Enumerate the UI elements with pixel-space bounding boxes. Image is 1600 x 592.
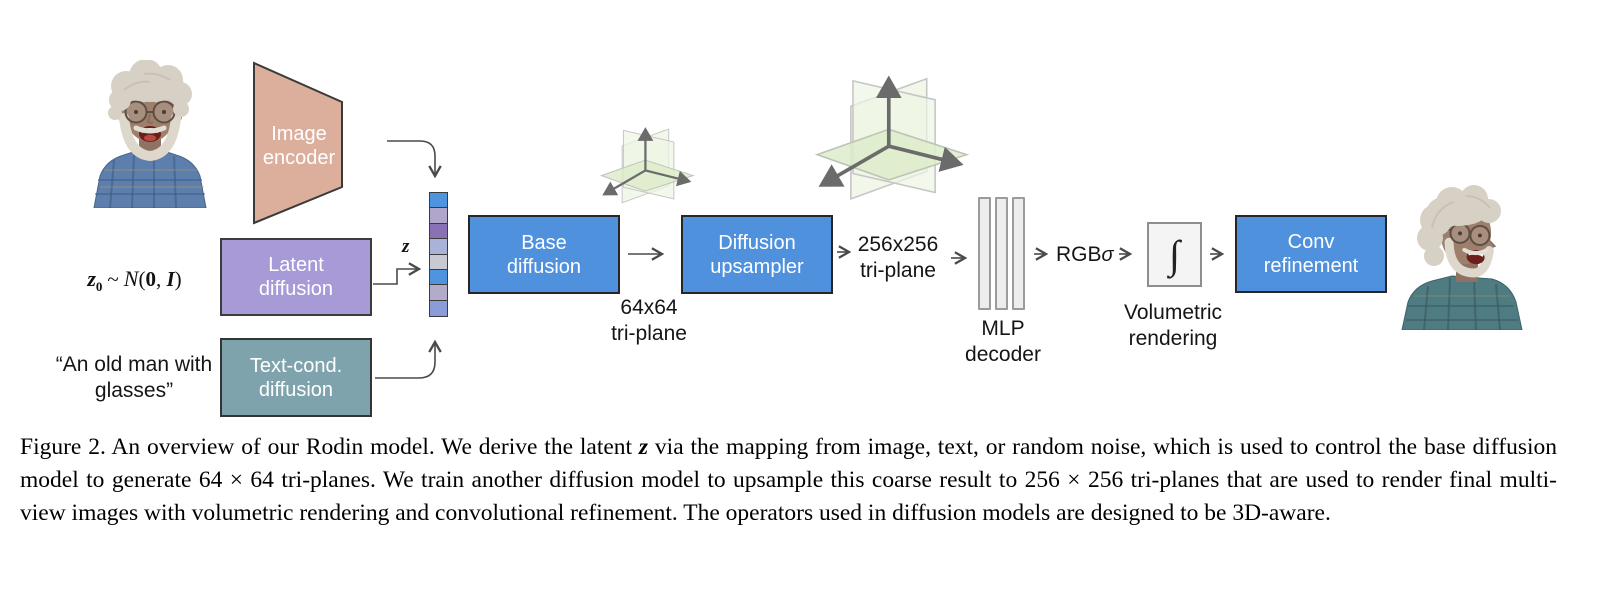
conv-refinement-box: Conv refinement: [1235, 215, 1387, 293]
conv-line1: Conv: [1287, 231, 1335, 253]
prior-comma: ,: [155, 267, 167, 291]
integral-icon: ∫: [1169, 232, 1180, 277]
caption-run: 64 × 64: [198, 467, 274, 493]
mlp-bar: [1012, 197, 1025, 310]
text-prompt-line1: “An old man with: [55, 353, 213, 376]
caption-run: 256 × 256: [1024, 467, 1124, 493]
arrow-encoder-to-latent: [387, 140, 442, 179]
conv-line2: refinement: [1263, 255, 1359, 277]
latent-vector: [429, 192, 448, 317]
arrow-textcond-to-latent: [375, 339, 442, 379]
output-photo: [1401, 185, 1523, 330]
triplane-256-line2: tri-plane: [860, 259, 936, 282]
volumetric-line1: Volumetric: [1123, 301, 1223, 324]
prior-z: z: [87, 266, 96, 291]
mlp-line1: MLP: [981, 317, 1025, 340]
latent-cell: [429, 299, 448, 317]
rgb-text: RGB: [1056, 243, 1102, 266]
prior-z-sub: 0: [95, 279, 103, 294]
prior-identity: I: [166, 267, 175, 291]
triplane-64-line2: tri-plane: [611, 322, 687, 345]
text-prompt-line2: glasses”: [94, 379, 174, 402]
image-encoder-line1: Image: [271, 123, 327, 145]
sigma-symbol: σ: [1101, 244, 1114, 266]
base-diffusion-line1: Base: [521, 231, 567, 254]
caption-run: Figure 2. An overview of our Rodin model…: [20, 434, 639, 460]
image-encoder-line2: encoder: [262, 147, 336, 169]
text-cond-line1: Text-cond.: [249, 354, 343, 377]
caption-run: tri-planes that are used to render final…: [20, 467, 1558, 526]
mlp-line2: decoder: [965, 343, 1041, 366]
volumetric-rendering-box: ∫: [1147, 222, 1202, 287]
triplane-256-label: 256x256 tri-plane: [842, 232, 954, 284]
mlp-bar: [978, 197, 991, 310]
volumetric-line2: rendering: [1128, 327, 1218, 350]
mlp-decoder-label: MLP decoder: [953, 316, 1053, 368]
base-diffusion-box: Base diffusion: [468, 215, 620, 294]
prior-distribution-label: z0~N(0, I): [52, 266, 217, 295]
latent-diffusion-box: Latent diffusion: [220, 238, 372, 316]
volumetric-rendering-label: Volumetric rendering: [1108, 300, 1238, 352]
input-photo: [93, 60, 207, 208]
latent-diffusion-line1: Latent: [268, 254, 324, 276]
caption-math: z: [638, 434, 649, 460]
mlp-decoder-bars: [978, 197, 1025, 310]
prior-normal-n: N: [123, 266, 139, 291]
caption-run: via the mapping from image, text, or ran…: [20, 434, 1557, 493]
upsampler-line1: Diffusion: [718, 231, 796, 254]
image-encoder-shape: [253, 61, 343, 225]
caption-run: tri-planes. We train another diffusion m…: [273, 467, 1025, 493]
text-cond-diffusion-box: Text-cond. diffusion: [220, 338, 372, 417]
figure-caption-text: Figure 2. An overview of our Rodin model…: [20, 434, 1557, 526]
text-cond-line2: diffusion: [258, 378, 334, 401]
prior-paren-open: (: [138, 267, 146, 291]
latent-z-label: z: [402, 236, 410, 257]
arrow-latentdiff-to-latent: [373, 262, 422, 285]
diffusion-upsampler-box: Diffusion upsampler: [681, 215, 833, 294]
prior-paren-close: ): [174, 267, 182, 291]
upsampler-line2: upsampler: [710, 255, 804, 278]
triplane-256-line1: 256x256: [857, 233, 939, 256]
text-prompt: “An old man with glasses”: [44, 352, 224, 404]
prior-tilde: ~: [107, 267, 119, 291]
triplane-64-line1: 64x64: [620, 296, 678, 319]
latent-diffusion-line2: diffusion: [258, 278, 334, 300]
triplane-64-label: 64x64 tri-plane: [589, 295, 709, 347]
prior-zero: 0: [145, 267, 156, 291]
base-diffusion-line2: diffusion: [506, 255, 582, 278]
figure-caption: Figure 2. An overview of our Rodin model…: [20, 431, 1557, 530]
triplane-256-icon: [808, 64, 978, 222]
image-encoder-label: Image encoder: [253, 118, 345, 174]
mlp-bar: [995, 197, 1008, 310]
rgb-sigma-label: RGBσ: [1056, 243, 1114, 267]
triplane-64-icon: [596, 120, 700, 217]
